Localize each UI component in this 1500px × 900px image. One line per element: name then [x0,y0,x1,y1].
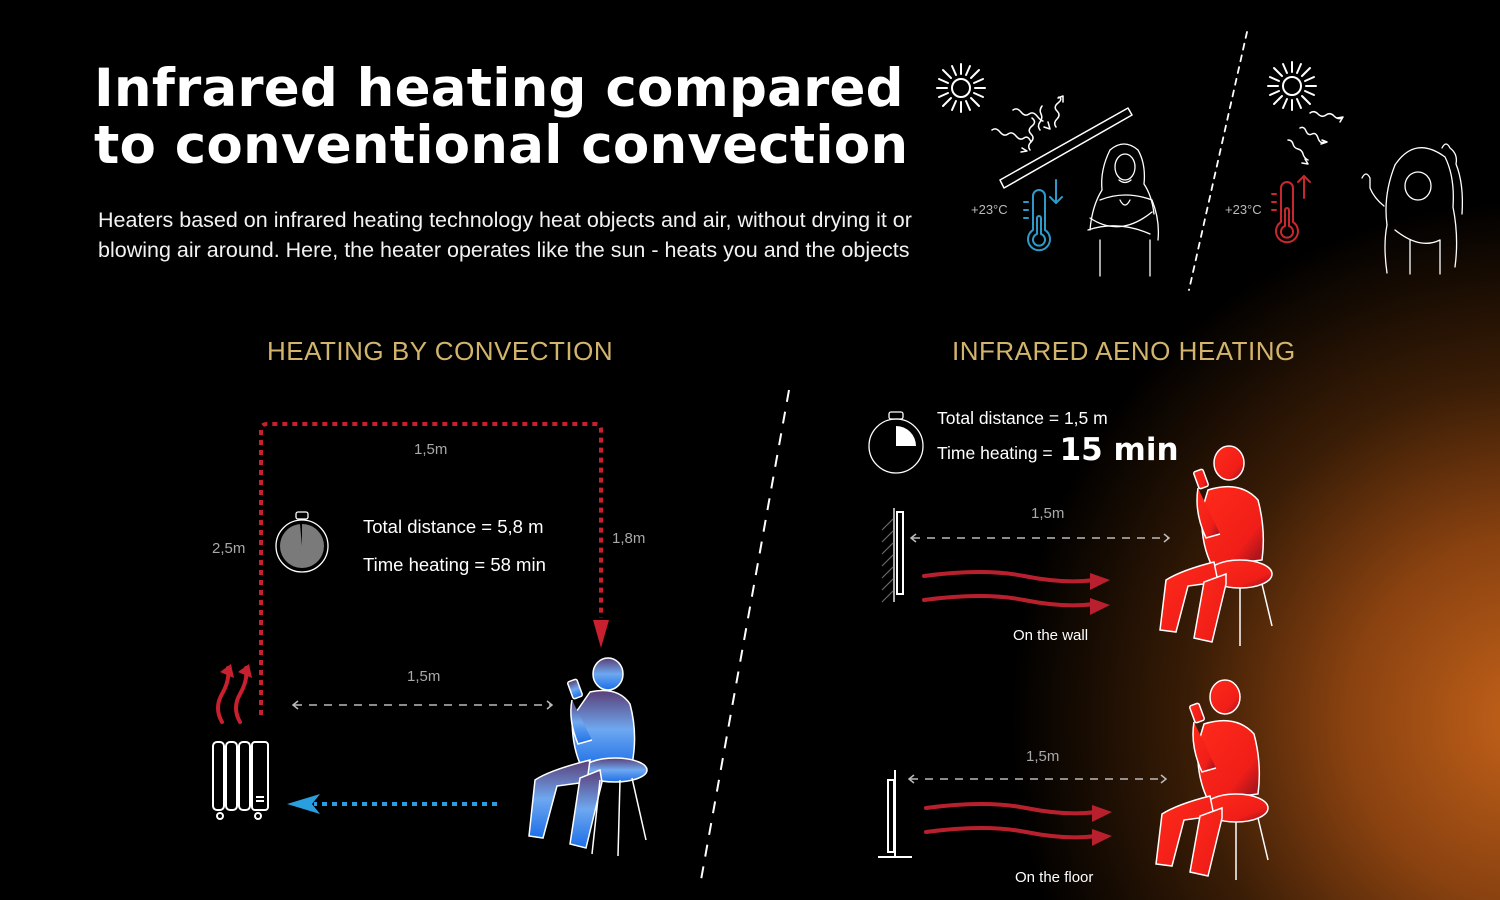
distance-arrow-wall [909,533,1171,543]
cold-woman-figure [1087,143,1160,277]
convection-total-distance: Total distance = 5,8 m [363,516,544,537]
distance-arrow-floor [907,774,1168,784]
title-line-1: Infrared heating compared [94,58,904,119]
arrow-down-icon [1049,179,1063,204]
intro-text: Heaters based on infrared heating techno… [98,208,912,262]
heading-convection: HEATING BY CONVECTION [267,336,614,366]
title-line-2: to conventional convection [94,115,909,176]
glass-panel [999,107,1133,189]
cold-arrowhead [287,794,320,814]
label-right-distance: 1,8m [612,530,646,547]
label-left-distance: 2,5m [212,540,246,557]
timer-icon [868,411,924,474]
arrow-up-icon [1297,175,1311,199]
label-top-distance: 1,5m [414,441,448,458]
timer-icon [275,511,329,573]
infrared-rays-floor [924,802,1098,840]
page-title: Infrared heating compared to conventiona… [94,60,908,174]
convection-time-heating: Time heating = 58 min [363,554,546,575]
time-heating-value: 15 min [1059,432,1179,468]
top-divider [1188,31,1248,291]
label-wall-distance: 1,5m [1031,505,1065,522]
warm-person-figure-floor [1155,679,1269,880]
infrared-rays-wall [922,570,1096,608]
temperature-label-cold: +23°C [971,202,1008,217]
sun-icon [1267,61,1317,111]
wall-heater-icon [881,508,904,603]
sun-icon [936,63,986,113]
direct-distance-arrow [291,700,554,710]
warm-person-figure-wall [1159,445,1273,646]
caption-on-the-floor: On the floor [1015,869,1094,886]
thermometer-icon-cold [1023,189,1051,252]
radiator-icon [212,741,269,820]
thermometer-icon-warm [1271,181,1299,244]
happy-woman-figure [1361,143,1464,275]
floor-heater-icon [878,770,912,858]
label-direct-distance: 1,5m [407,668,441,685]
time-heating-label: Time heating = [937,443,1053,463]
temperature-label-warm: +23°C [1225,202,1262,217]
reflected-rays-icon [991,95,1064,153]
caption-on-the-wall: On the wall [1013,627,1089,644]
label-floor-distance: 1,5m [1026,748,1060,765]
cold-person-figure [528,657,648,857]
heading-infrared: INFRARED AENO HEATING [952,336,1296,366]
direct-rays-icon [1287,110,1344,165]
infrared-time-heating: Time heating = 15 min [937,432,1179,468]
warm-arrowhead [593,620,609,648]
infrared-total-distance: Total distance = 1,5 m [937,408,1108,428]
